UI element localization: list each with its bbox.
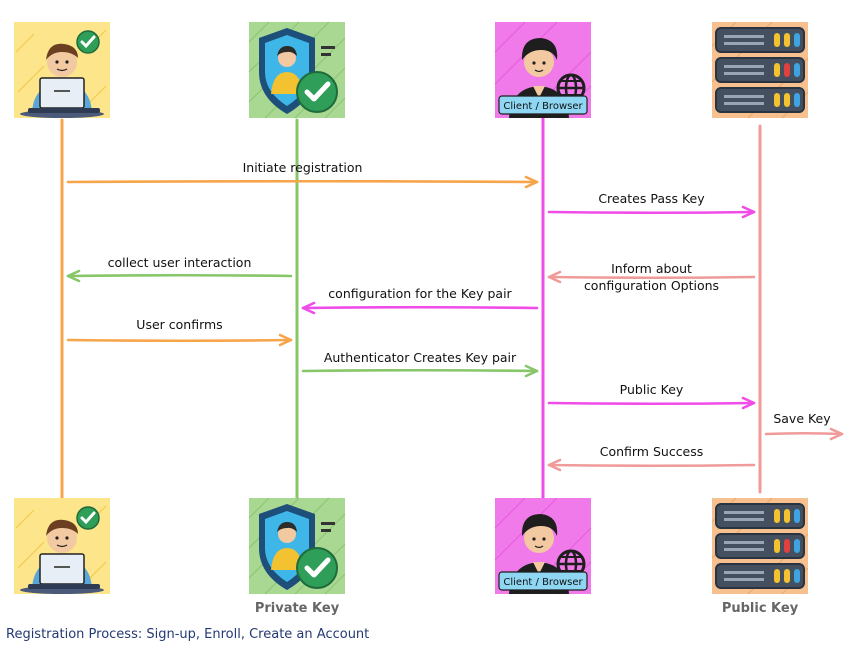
- diagram-caption: Registration Process: Sign-up, Enroll, C…: [6, 627, 370, 642]
- client-globe-icon: Client / Browser: [493, 20, 593, 120]
- client-browser-tag: Client / Browser: [503, 101, 583, 112]
- message-label: Confirm Success: [600, 444, 704, 459]
- user-laptop-icon: [12, 20, 112, 120]
- user-laptop-icon: [12, 496, 112, 596]
- message-label: Public Key: [620, 382, 684, 397]
- message-arrow: Initiate registration: [66, 160, 539, 189]
- message-arrow: collect user interaction: [66, 255, 293, 283]
- message-label: Authenticator Creates Key pair: [324, 350, 517, 365]
- shield-user-icon: [249, 498, 345, 594]
- server-label: Public Key: [722, 601, 799, 616]
- message-arrow: User confirms: [66, 317, 293, 347]
- shield-user-icon: [249, 22, 345, 118]
- message-arrow: Save Key: [764, 411, 844, 441]
- client-browser-tag: Client / Browser: [503, 577, 583, 588]
- message-arrow: Authenticator Creates Key pair: [301, 350, 539, 378]
- message-arrow: Confirm Success: [547, 444, 756, 472]
- message-label: Creates Pass Key: [598, 191, 705, 206]
- client-globe-icon: Client / Browser: [493, 496, 593, 596]
- message-label: configuration Options: [584, 278, 719, 293]
- message-label: Initiate registration: [243, 160, 363, 175]
- message-label: User confirms: [136, 317, 222, 332]
- message-arrow: Inform about configuration Options: [547, 261, 756, 293]
- message-label: Inform about: [611, 261, 692, 276]
- server-rack-icon: [711, 21, 809, 119]
- server-rack-icon: [711, 497, 809, 595]
- message-arrow: Public Key: [547, 382, 756, 410]
- message-arrow: Creates Pass Key: [547, 191, 756, 219]
- message-label: collect user interaction: [108, 255, 252, 270]
- message-label: Save Key: [773, 411, 831, 426]
- message-arrow: configuration for the Key pair: [301, 286, 539, 315]
- authenticator-label: Private Key: [255, 601, 340, 616]
- message-label: configuration for the Key pair: [328, 286, 512, 301]
